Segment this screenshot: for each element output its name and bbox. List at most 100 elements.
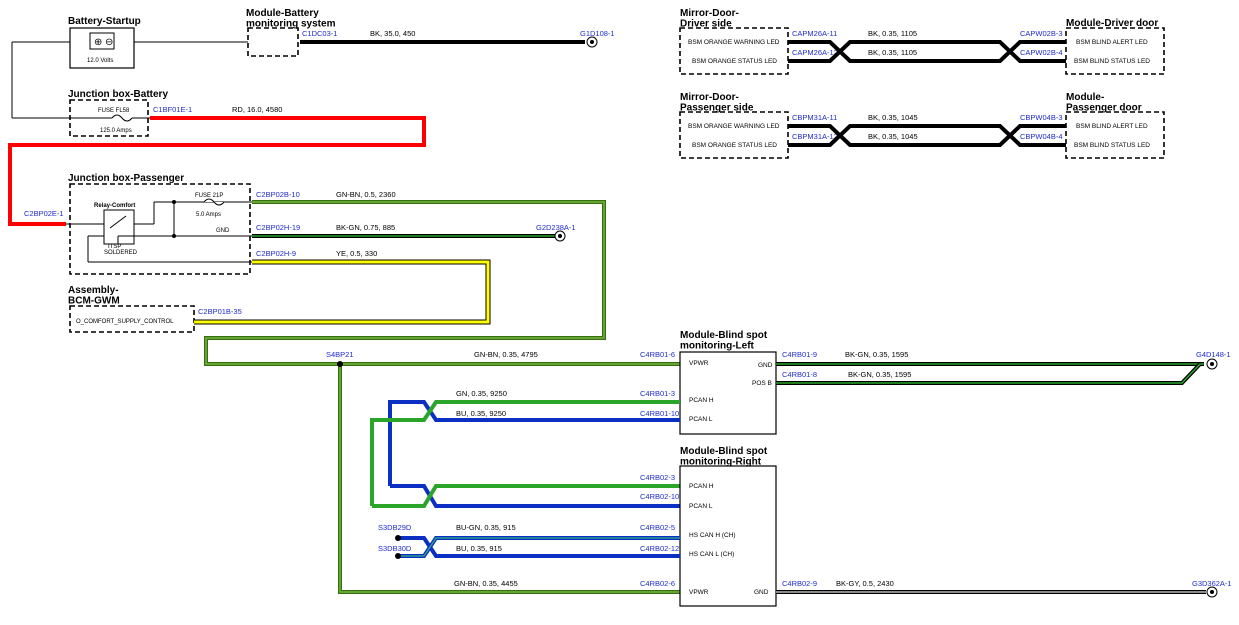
battery-icon (89, 32, 115, 50)
s3db30d-splice (395, 553, 401, 559)
md2-wire-label: BK, 0.35, 1105 (868, 48, 917, 57)
c2bp02h9-label: C2BP02H-9 (256, 249, 296, 258)
cbpm31a-11-label: CBPM31A-11 (792, 113, 837, 122)
battery-volts: 12.0 Volts (87, 58, 113, 64)
fuse-fl58-icon (111, 114, 133, 122)
capm26a-11-label: CAPM26A-11 (792, 29, 837, 38)
g3d362a-label: G3D362A-1 (1192, 579, 1232, 588)
c4rb02-10-label: C4RB02-10 (640, 492, 679, 501)
c4rb01-8-label: C4RB01-8 (782, 370, 817, 379)
hs-can-h-wire (396, 536, 680, 558)
cbpm31a-12-label: CBPM31A-12 (792, 132, 838, 141)
cbpw04b-3-label: CBPW04B-3 (1020, 113, 1063, 122)
mp2-wire-label: BK, 0.35, 1045 (868, 132, 918, 141)
pd-pin2: BSM BLIND STATUS LED (1074, 142, 1150, 149)
md-pin2: BSM ORANGE STATUS LED (692, 58, 777, 65)
bsm-right-box (679, 465, 777, 607)
bsm-left-box (679, 351, 777, 435)
c4rb01-6-label: C4RB01-6 (640, 350, 675, 359)
dd-pin1: BSM BLIND ALERT LED (1076, 39, 1148, 46)
br-hsl-pin: HS CAN L (CH) (689, 551, 734, 558)
c2bp02e-label: C2BP02E-1 (24, 209, 64, 218)
fuse-21p-amps: 5.0 Amps (196, 212, 221, 218)
can-gn-wire-label: GN, 0.35, 9250 (456, 389, 507, 398)
bl-vpwr-pin: VPWR (689, 360, 709, 367)
mp-wire-2 (788, 124, 1066, 147)
bl-posb-pin: POS B (752, 380, 772, 387)
mirror-driver-box (679, 27, 789, 75)
br-hsh-pin: HS CAN H (CH) (689, 532, 736, 539)
s4bp21-splice (337, 361, 343, 367)
fuse-21p-icon (203, 198, 225, 206)
md-wire-2 (788, 40, 1066, 63)
jb-battery-title: Junction box-Battery (68, 89, 168, 100)
c2bp01b-label: C2BP01B-35 (198, 307, 242, 316)
module-pass-title: Module-Passenger door (1066, 92, 1142, 114)
s3db30d-label: S3DB30D (378, 544, 412, 553)
c4rb01-9-label: C4RB01-9 (782, 350, 817, 359)
s4bp21-label: S4BP21 (326, 350, 354, 359)
bcm-pin-label: O_COMFORT_SUPPLY_CONTROL (76, 319, 174, 325)
capw02b-4-label: CAPW02B-4 (1020, 48, 1063, 57)
mirror-driver-title: Mirror-Door-Driver side (680, 8, 739, 30)
c4rb02-12-label: C4RB02-12 (640, 544, 679, 553)
fuse-fl58-amps: 125.0 Amps (100, 128, 132, 134)
battery-minus-icon: ⊖ (105, 37, 113, 48)
hs-bu-wire-label: BU, 0.35, 915 (456, 544, 502, 553)
g4d148-label: G4D148-1 (1196, 350, 1231, 359)
c1bf01e-label: C1BF01E-1 (153, 105, 192, 114)
c2bp02h19-label: C2BP02H-19 (256, 223, 300, 232)
fuse21p-wire-label: GN-BN, 0.5, 2360 (336, 190, 396, 199)
c4rb01-3-label: C4RB01-3 (640, 389, 675, 398)
bl-gnd-wire-label: BK-GN, 0.35, 1595 (845, 350, 908, 359)
battery-red-wire (8, 116, 426, 226)
c1dc03-label: C1DC03-1 (302, 29, 337, 38)
bl-gnd-pin: GND (758, 362, 773, 369)
module-driver-box (1065, 27, 1165, 75)
md-wire-1 (788, 40, 1066, 63)
batt-wire-label: RD, 16.0, 4580 (232, 105, 282, 114)
br-gnd-wire-label: BK-GY, 0.5, 2430 (836, 579, 894, 588)
c4rb02-9-label: C4RB02-9 (782, 579, 817, 588)
gnd-pass-wire-label: BK-GN, 0.75, 885 (336, 223, 395, 232)
can-gn-wire (370, 400, 680, 506)
dd-pin2: BSM BLIND STATUS LED (1074, 58, 1150, 65)
g2d238a-label: G2D238A-1 (536, 223, 576, 232)
c4rb02-6-label: C4RB02-6 (640, 579, 675, 588)
relay-icon (103, 209, 135, 245)
mirror-pass-box (679, 111, 789, 159)
md1-wire-label: BK, 0.35, 1105 (868, 29, 917, 38)
br-vpwr-pin: VPWR (689, 589, 709, 596)
mp1-wire-label: BK, 0.35, 1045 (868, 113, 918, 122)
mp-wire-1 (788, 124, 1066, 147)
fuse-21p-label: FUSE 21P (195, 193, 223, 199)
gnd-label: GND (216, 228, 230, 234)
itsp-soldered-label: SOLDERED (104, 250, 138, 256)
pd-pin1: BSM BLIND ALERT LED (1076, 123, 1148, 130)
relay-ctrl-wire-label: YE, 0.5, 330 (336, 249, 377, 258)
c4rb01-10-label: C4RB01-10 (640, 409, 679, 418)
br-pcanh-pin: PCAN H (689, 483, 714, 490)
mp-pin2: BSM ORANGE STATUS LED (692, 142, 777, 149)
jb-passenger-title: Junction box-Passenger (68, 173, 184, 184)
battery-plus-icon: ⊕ (94, 37, 102, 48)
md-pin1: BSM ORANGE WARNING LED (688, 39, 780, 46)
battery-title: Battery-Startup (68, 16, 141, 27)
bl-posb-wire-label: BK-GN, 0.35, 1595 (848, 370, 911, 379)
g1d108-label: G1D108-1 (580, 29, 615, 38)
bl-posb-wire (776, 362, 1202, 385)
vpwr-right-wire-label: GN-BN, 0.35, 4455 (454, 579, 518, 588)
can-bu-wire-label: BU, 0.35, 9250 (456, 409, 506, 418)
bcm-title: Assembly-BCM-GWM (68, 285, 120, 307)
bms-wire-label: BK, 35.0, 450 (370, 29, 415, 38)
bcm-box (69, 305, 195, 333)
c4rb02-5-label: C4RB02-5 (640, 523, 675, 532)
c2bp02b-label: C2BP02B-10 (256, 190, 300, 199)
br-gnd-pin: GND (754, 589, 769, 596)
capm26a-12-label: CAPM26A-12 (792, 48, 838, 57)
